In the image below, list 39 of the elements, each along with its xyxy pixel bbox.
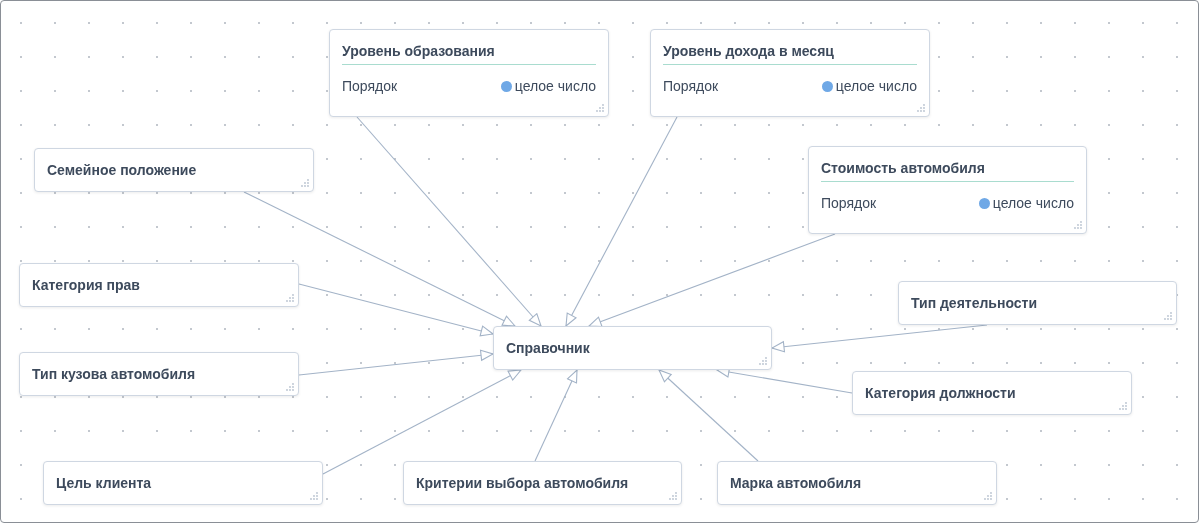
- field-name: Порядок: [663, 77, 719, 95]
- field-name: Порядок: [821, 194, 877, 212]
- entity-title: Семейное положение: [47, 161, 198, 179]
- arrow: [298, 349, 494, 376]
- entity-card: [808, 146, 1087, 234]
- field-type: целое число: [992, 194, 1074, 212]
- entity-title: Категория прав: [32, 276, 141, 294]
- entity-card: [34, 148, 314, 192]
- entity-card: [898, 281, 1177, 325]
- entity-card: [329, 29, 609, 117]
- arrow: [658, 369, 759, 462]
- entity-title: Уровень образования: [342, 42, 596, 65]
- entity-title: Категория должности: [865, 384, 1017, 402]
- field-type: целое число: [514, 77, 596, 95]
- entity-title: Цель клиента: [56, 474, 153, 492]
- entity-card: [650, 29, 930, 117]
- field-name: Порядок: [342, 77, 398, 95]
- entity-title: Тип деятельности: [911, 294, 1039, 312]
- field-type: целое число: [835, 77, 917, 95]
- arrow: [243, 191, 516, 327]
- entity-title: Справочник: [506, 339, 591, 357]
- entity-title: Марка автомобиля: [730, 474, 863, 492]
- entity-card: [19, 352, 299, 396]
- entity-card: [403, 461, 682, 505]
- entity-title: Критерии выбора автомобиля: [416, 474, 630, 492]
- arrow: [534, 369, 578, 462]
- entity-card: [493, 326, 772, 370]
- arrow: [322, 369, 522, 475]
- entity-card: [852, 371, 1132, 415]
- arrow: [588, 233, 836, 328]
- arrow: [565, 116, 678, 327]
- entity-title: Стоимость автомобиля: [821, 159, 1074, 182]
- entity-card: [717, 461, 997, 505]
- entity-title: Уровень дохода в месяц: [663, 42, 917, 65]
- arrow: [298, 283, 494, 337]
- entity-title: Тип кузова автомобиля: [32, 365, 197, 383]
- entity-card: [43, 461, 323, 505]
- entity-card: [19, 263, 299, 307]
- arrow: [356, 116, 542, 327]
